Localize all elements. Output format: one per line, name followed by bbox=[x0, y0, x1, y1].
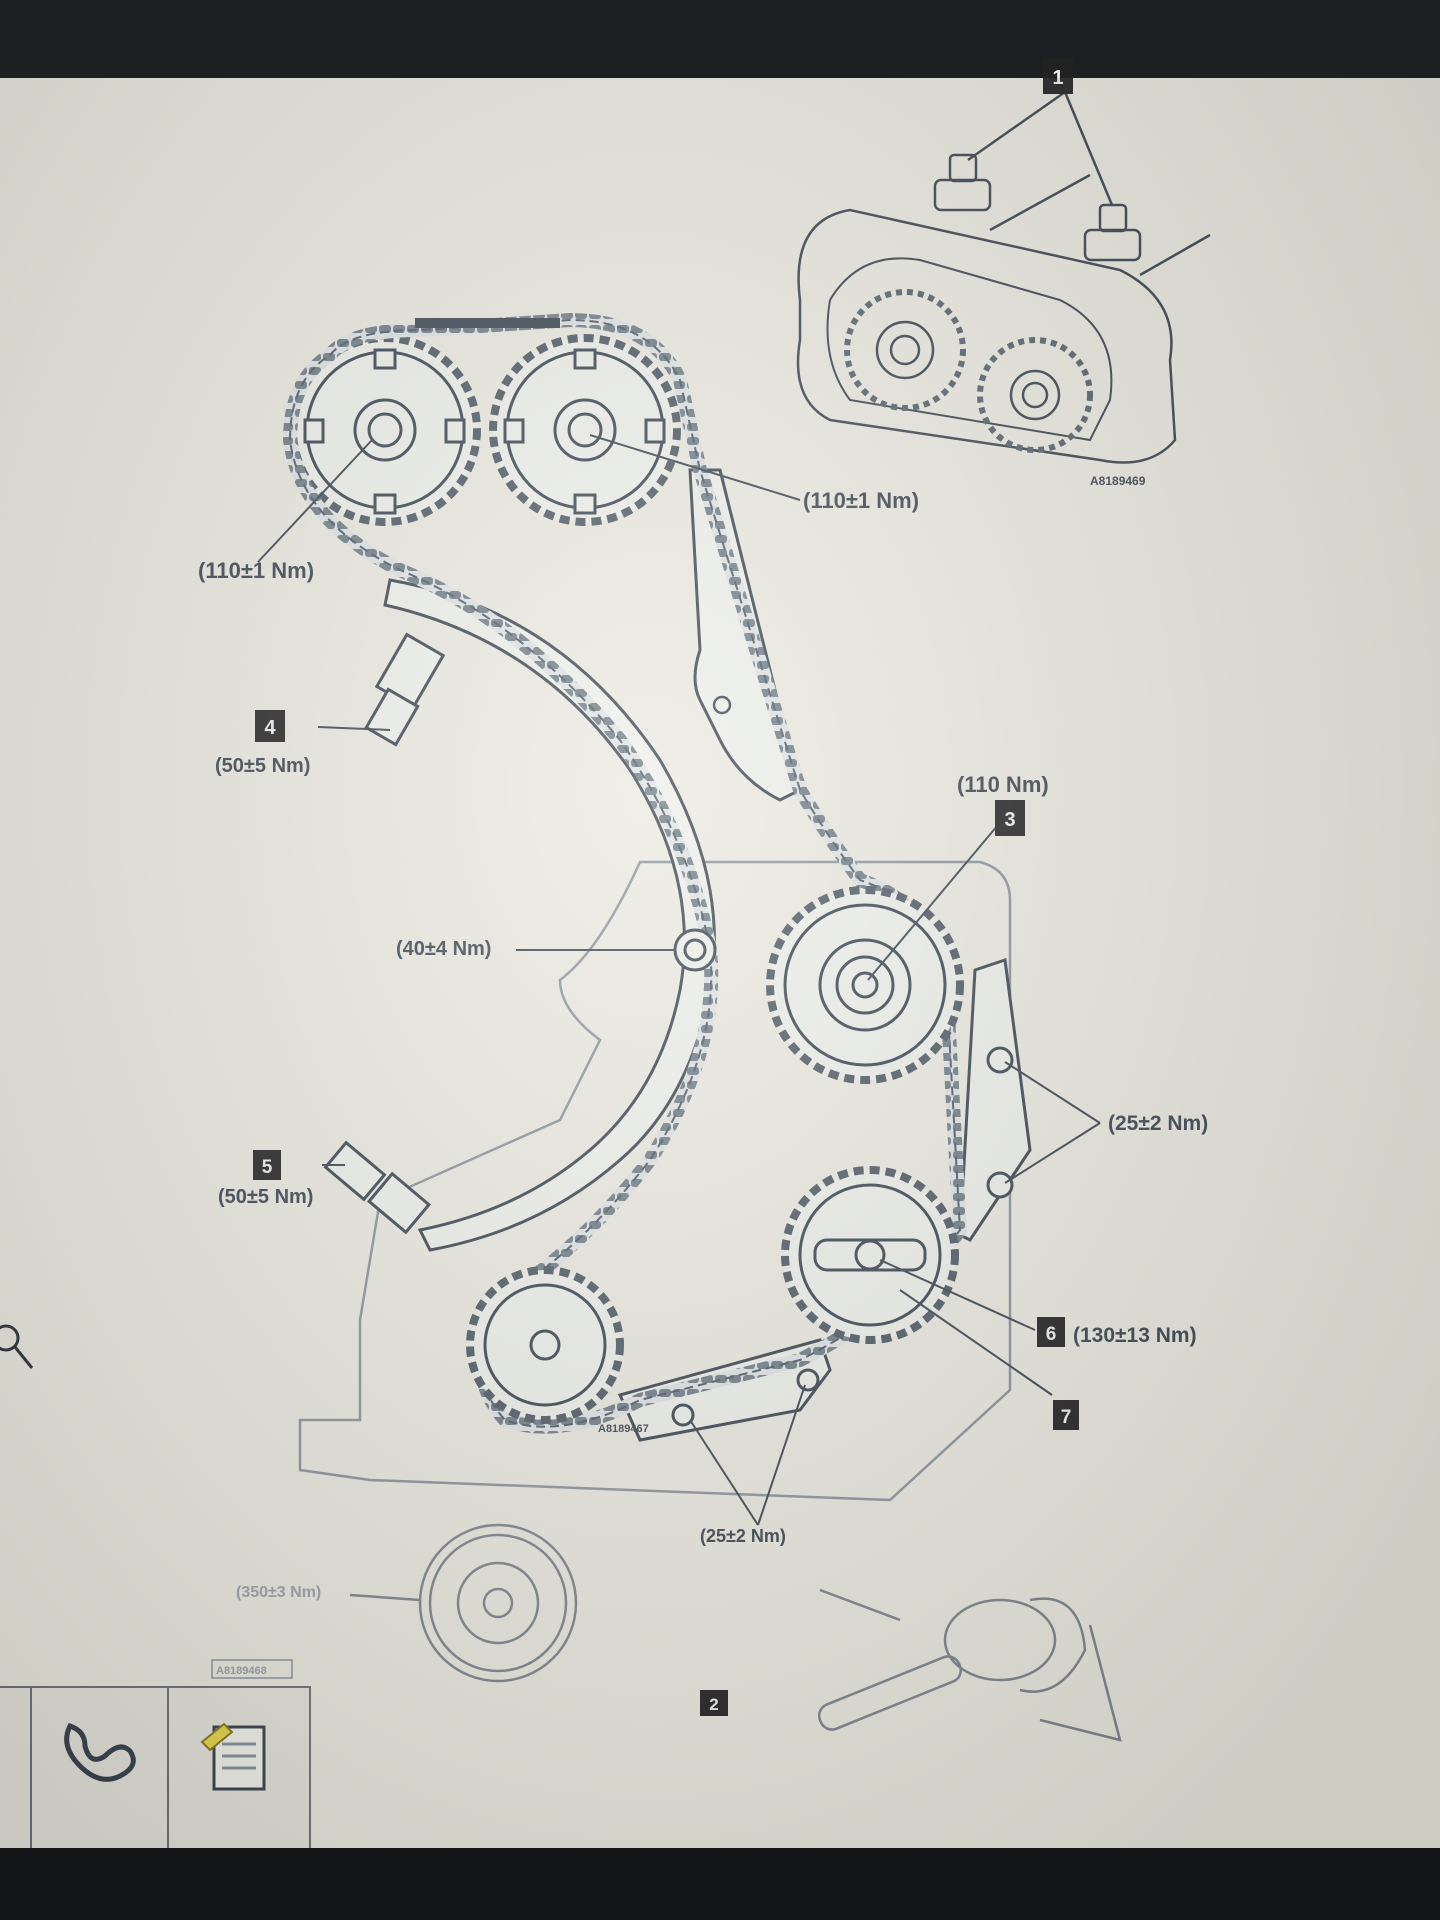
torque-label-lower-guide: (25±2 Nm) bbox=[700, 1526, 786, 1546]
tool-inset bbox=[817, 1588, 1122, 1742]
upper-tensioner bbox=[364, 632, 446, 747]
callout-5-label: 5 bbox=[262, 1157, 273, 1178]
crankshaft-sprocket bbox=[781, 1166, 959, 1344]
torque-label-lower-tensioner: (50±5 Nm) bbox=[218, 1186, 313, 1208]
callout-6: 6 bbox=[1037, 1317, 1065, 1347]
callout-6-label: 6 bbox=[1046, 1324, 1057, 1345]
inset-figure-ref: A8189469 bbox=[1090, 474, 1146, 488]
torque-label-guide-pivot: (40±4 Nm) bbox=[396, 938, 491, 960]
torque-label-exhaust-cam: (110±1 Nm) bbox=[803, 488, 919, 513]
zoom-icon[interactable] bbox=[0, 1324, 34, 1369]
callout-4-label: 4 bbox=[264, 717, 276, 739]
callout-2: 2 bbox=[700, 1690, 728, 1716]
right-lower-guide bbox=[958, 958, 1032, 1242]
callout-5: 5 bbox=[253, 1150, 281, 1180]
notes-icon bbox=[200, 1722, 266, 1791]
callout-1-label: 1 bbox=[1052, 67, 1063, 89]
screen-area: A8189469 bbox=[0, 58, 1440, 1900]
main-figure-ref: A8189467 bbox=[598, 1423, 649, 1435]
inset-engine-view bbox=[796, 90, 1211, 464]
torque-label-right-guide: (25±2 Nm) bbox=[1108, 1112, 1208, 1135]
pulley-figure-ref: A8189468 bbox=[216, 1665, 267, 1677]
callout-1: 1 bbox=[1043, 58, 1073, 94]
callout-4: 4 bbox=[255, 710, 285, 742]
callout-3-label: 3 bbox=[1004, 809, 1015, 831]
oil-pump-sprocket bbox=[466, 1266, 624, 1424]
torque-label-upper-tensioner: (50±5 Nm) bbox=[215, 755, 310, 777]
callout-3: 3 bbox=[995, 800, 1025, 836]
intermediate-sprocket bbox=[766, 886, 964, 1084]
torque-label-pulley: (350±3 Nm) bbox=[236, 1584, 321, 1601]
callout-2-label: 2 bbox=[709, 1695, 718, 1714]
lower-tensioner bbox=[323, 1140, 432, 1235]
torque-label-intake-cam: (110±1 Nm) bbox=[198, 558, 314, 583]
callout-7: 7 bbox=[1053, 1400, 1079, 1430]
torque-label-crank: (130±13 Nm) bbox=[1073, 1324, 1197, 1347]
leader-lines bbox=[257, 434, 1101, 1526]
timing-chain-diagram: A8189469 bbox=[0, 58, 1211, 1742]
exhaust-cam-sprocket bbox=[489, 334, 681, 526]
chain-route-icon bbox=[64, 1722, 136, 1782]
monitor-bezel bbox=[0, 1848, 1440, 1920]
callout-7-label: 7 bbox=[1061, 1407, 1072, 1428]
crank-pulley bbox=[349, 1523, 578, 1683]
engine-block-outline bbox=[298, 860, 1012, 1502]
torque-label-intermediate: (110 Nm) bbox=[957, 772, 1049, 797]
left-chain-guide bbox=[383, 578, 716, 1252]
